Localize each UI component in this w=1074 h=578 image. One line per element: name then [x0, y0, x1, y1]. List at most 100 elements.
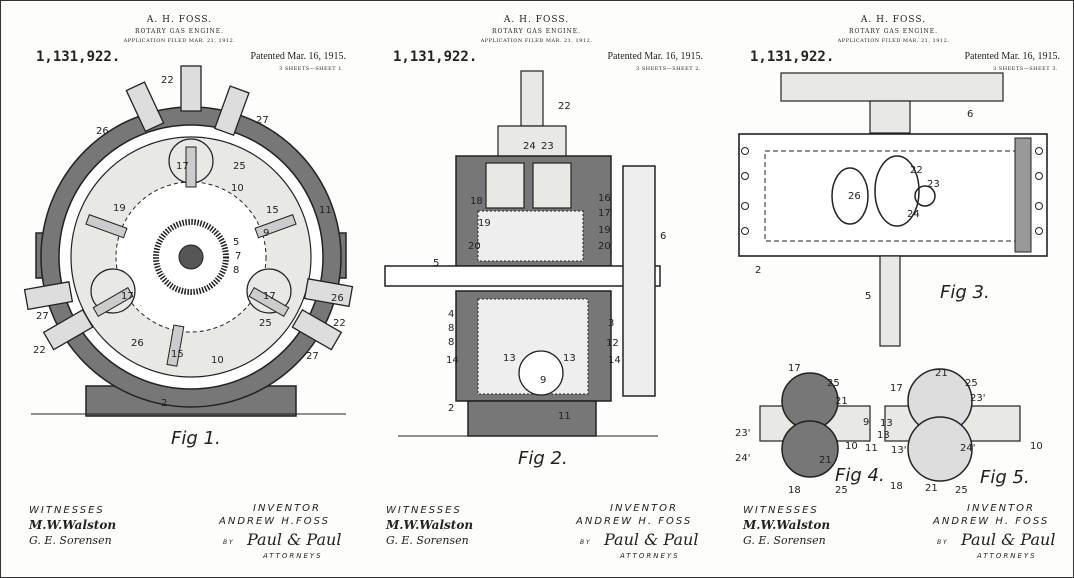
bolt-hole	[741, 202, 749, 210]
port-pipe	[291, 308, 343, 351]
shaft-5	[879, 255, 901, 347]
reference-numeral: 25	[827, 378, 840, 389]
gear-6	[780, 72, 1004, 102]
inventor-label: INVENTOR	[253, 503, 321, 514]
reference-numeral: 19	[598, 225, 611, 236]
patented-date: Patented Mar. 16, 1915.	[250, 51, 346, 62]
port-pipe	[180, 65, 202, 112]
witness-signature-1: M.W.Walston	[29, 518, 117, 532]
reference-numeral: 24	[523, 141, 536, 152]
shaft-5	[384, 265, 661, 287]
reference-numeral: 23'	[970, 393, 985, 404]
inventor-header: A. H. FOSS.	[503, 15, 570, 25]
reference-numeral: 13	[563, 353, 576, 364]
reference-numeral: 5	[865, 291, 871, 302]
reference-numeral: 25	[955, 485, 968, 496]
fig4-rotor-lower	[781, 420, 839, 478]
bolt-hole	[741, 227, 749, 235]
reference-numeral: 14	[608, 355, 621, 366]
by-label: BY	[937, 539, 949, 546]
patent-title: ROTARY GAS ENGINE.	[848, 28, 939, 35]
attorney-signature: Paul & Paul	[247, 530, 342, 549]
patent-number: 1,131,922.	[393, 49, 478, 65]
hidden-cylinder	[764, 150, 1016, 242]
sheet-count: 3 SHEETS—SHEET 3.	[993, 66, 1058, 72]
reference-numeral: 20	[468, 241, 481, 252]
bolt-hole	[1035, 202, 1043, 210]
port-pipe	[23, 281, 74, 311]
witnesses-label: WITNESSES	[386, 505, 462, 516]
inventor-header: A. H. FOSS.	[860, 15, 927, 25]
reference-numeral: 18	[890, 481, 903, 492]
bolt-hole	[741, 147, 749, 155]
inventor-name: ANDREW H.FOSS	[219, 516, 331, 527]
vane	[166, 324, 185, 367]
reference-numeral: 11	[865, 443, 878, 454]
reference-numeral: 21	[925, 483, 938, 494]
reference-numeral: 22	[33, 345, 46, 356]
reference-numeral: 5	[433, 258, 439, 269]
valve-18	[485, 162, 525, 209]
bolt-hole	[1035, 172, 1043, 180]
reference-numeral: 23'	[735, 428, 750, 439]
reference-numeral: 17	[176, 161, 189, 172]
reference-numeral: 22	[910, 165, 923, 176]
reference-numeral: 10	[1030, 441, 1043, 452]
reference-numeral: 27	[256, 115, 269, 126]
attorneys-label: ATTORNEYS	[620, 552, 680, 560]
bolt-hole	[741, 172, 749, 180]
reference-numeral: 25	[965, 378, 978, 389]
witness-signature-2: G. E. Sorensen	[743, 534, 826, 547]
gear-ring	[153, 219, 229, 295]
reference-numeral: 26	[331, 293, 344, 304]
port-pipe	[125, 81, 165, 133]
port-pipe	[303, 278, 354, 308]
patent-number: 1,131,922.	[36, 49, 121, 65]
reference-numeral: 26	[131, 338, 144, 349]
shaft	[178, 244, 204, 270]
reference-numeral: 13	[503, 353, 516, 364]
reference-numeral: 11	[558, 411, 571, 422]
attorney-signature: Paul & Paul	[604, 530, 699, 549]
sheet-header: A. H. FOSS. ROTARY GAS ENGINE. APPLICATI…	[358, 15, 715, 44]
reference-numeral: 25	[835, 485, 848, 496]
reference-numeral: 17	[890, 383, 903, 394]
reference-numeral: 9	[540, 375, 546, 386]
witnesses-label: WITNESSES	[29, 505, 105, 516]
port-22	[874, 155, 920, 227]
witness-signature-2: G. E. Sorensen	[386, 534, 469, 547]
sheet-count: 3 SHEETS—SHEET 1.	[279, 66, 344, 72]
reference-numeral: 7	[235, 251, 241, 262]
reference-numeral: 21	[835, 396, 848, 407]
reference-numeral: 17	[263, 291, 276, 302]
reference-numeral: 13	[880, 418, 893, 429]
vane	[92, 286, 134, 318]
vane	[254, 214, 297, 239]
witness-signature-2: G. E. Sorensen	[29, 534, 112, 547]
reference-numeral: 9	[863, 417, 869, 428]
figure-label: Fig 4.	[835, 465, 885, 486]
fig5-rotor-lower	[907, 416, 973, 482]
reference-numeral: 6	[660, 231, 666, 242]
by-label: BY	[223, 539, 235, 546]
reference-numeral: 20	[598, 241, 611, 252]
reference-numeral: 22	[161, 75, 174, 86]
flywheel-6	[622, 165, 656, 397]
figure-label: Fig 3.	[940, 282, 990, 303]
vane	[185, 146, 197, 188]
inventor-name: ANDREW H. FOSS	[933, 516, 1050, 527]
witnesses-label: WITNESSES	[743, 505, 819, 516]
patent-number: 1,131,922.	[750, 49, 835, 65]
reference-numeral: 19	[113, 203, 126, 214]
reference-numeral: 21	[935, 368, 948, 379]
end-fins	[1014, 137, 1032, 253]
sheet-header: A. H. FOSS. ROTARY GAS ENGINE. APPLICATI…	[1, 15, 358, 44]
reference-numeral: 10	[845, 441, 858, 452]
reference-numeral: 13	[877, 430, 890, 441]
hub	[869, 100, 911, 134]
reference-numeral: 25	[259, 318, 272, 329]
inventor-label: INVENTOR	[967, 503, 1035, 514]
